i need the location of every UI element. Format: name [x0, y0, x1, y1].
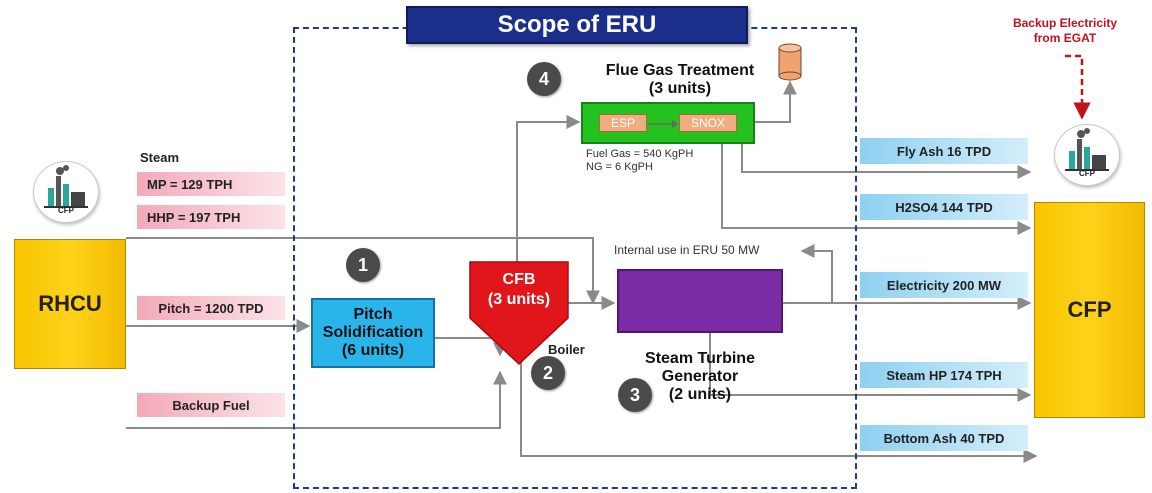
backup-electricity-line1: Backup Electricity — [1012, 16, 1118, 30]
flue-gas-title-line2: (3 units) — [648, 80, 712, 97]
factory-icon-rhcu: CFP — [33, 161, 99, 223]
rhcu-box: RHCU — [14, 239, 126, 369]
output-bottom-ash-tag: Bottom Ash 40 TPD — [860, 425, 1028, 451]
cfb-label: CFB (3 units) — [470, 270, 568, 310]
factory-label-cfp: CFP — [1079, 169, 1095, 178]
pitch-solidification-line3: (6 units) — [341, 342, 405, 359]
step-4-badge: 4 — [527, 62, 561, 96]
step-1-badge: 1 — [346, 248, 380, 282]
output-h2so4-tag: H2SO4 144 TPD — [860, 194, 1028, 220]
backup-fuel-tag: Backup Fuel — [137, 393, 285, 417]
backup-electricity-label: Backup Electricity from EGAT — [990, 16, 1140, 46]
ng-value: NG = 6 KgPH — [586, 161, 653, 173]
cfb-boiler-shape — [469, 261, 569, 366]
step-2-badge: 2 — [531, 356, 565, 390]
factory-icon — [1065, 128, 1109, 171]
cfp-box: CFP — [1034, 202, 1145, 418]
cfb-line2: (3 units) — [487, 291, 551, 308]
stg-line3: (2 units) — [668, 386, 732, 403]
fuel-gas-value: Fuel Gas = 540 KgPH — [586, 148, 694, 160]
pitch-solidification-box: Pitch Solidification (6 units) — [311, 298, 435, 368]
step-3-badge: 3 — [618, 378, 652, 412]
steam-turbine-generator-box — [617, 269, 783, 333]
factory-label-rhcu: CFP — [58, 206, 74, 215]
esp-to-snox-arrow — [648, 120, 678, 128]
snox-unit: SNOX — [679, 114, 737, 132]
cfb-line1: CFB — [502, 271, 536, 288]
steam-mp-tag: MP = 129 TPH — [137, 172, 285, 196]
storage-tank-icon — [778, 43, 802, 81]
output-steam-hp-tag: Steam HP 174 TPH — [860, 362, 1028, 388]
scope-title: Scope of ERU — [406, 6, 748, 44]
flue-gas-title-line1: Flue Gas Treatment — [605, 62, 755, 79]
internal-use-label: Internal use in ERU 50 MW — [614, 243, 760, 257]
flue-gas-title: Flue Gas Treatment (3 units) — [570, 62, 790, 98]
esp-unit: ESP — [599, 114, 647, 132]
stg-label: Steam Turbine Generator (2 units) — [610, 350, 790, 404]
stg-line1: Steam Turbine — [645, 350, 755, 367]
stg-line2: Generator — [661, 368, 739, 385]
steam-header: Steam — [140, 150, 180, 165]
flue-gas-treatment-box: ESP SNOX — [581, 102, 755, 144]
factory-icon-cfp: CFP — [1054, 124, 1120, 186]
pitch-solidification-line1: Pitch — [353, 306, 393, 323]
output-electricity-tag: Electricity 200 MW — [860, 272, 1028, 298]
pitch-solidification-line2: Solidification — [322, 324, 424, 341]
flue-gas-fuel-info: Fuel Gas = 540 KgPH NG = 6 KgPH — [586, 148, 693, 174]
pitch-input-tag: Pitch = 1200 TPD — [137, 296, 285, 320]
boiler-label: Boiler — [548, 342, 585, 357]
backup-electricity-line2: from EGAT — [1033, 31, 1097, 45]
factory-icon — [44, 165, 88, 208]
steam-hhp-tag: HHP = 197 TPH — [137, 205, 285, 229]
output-fly-ash-tag: Fly Ash 16 TPD — [860, 138, 1028, 164]
